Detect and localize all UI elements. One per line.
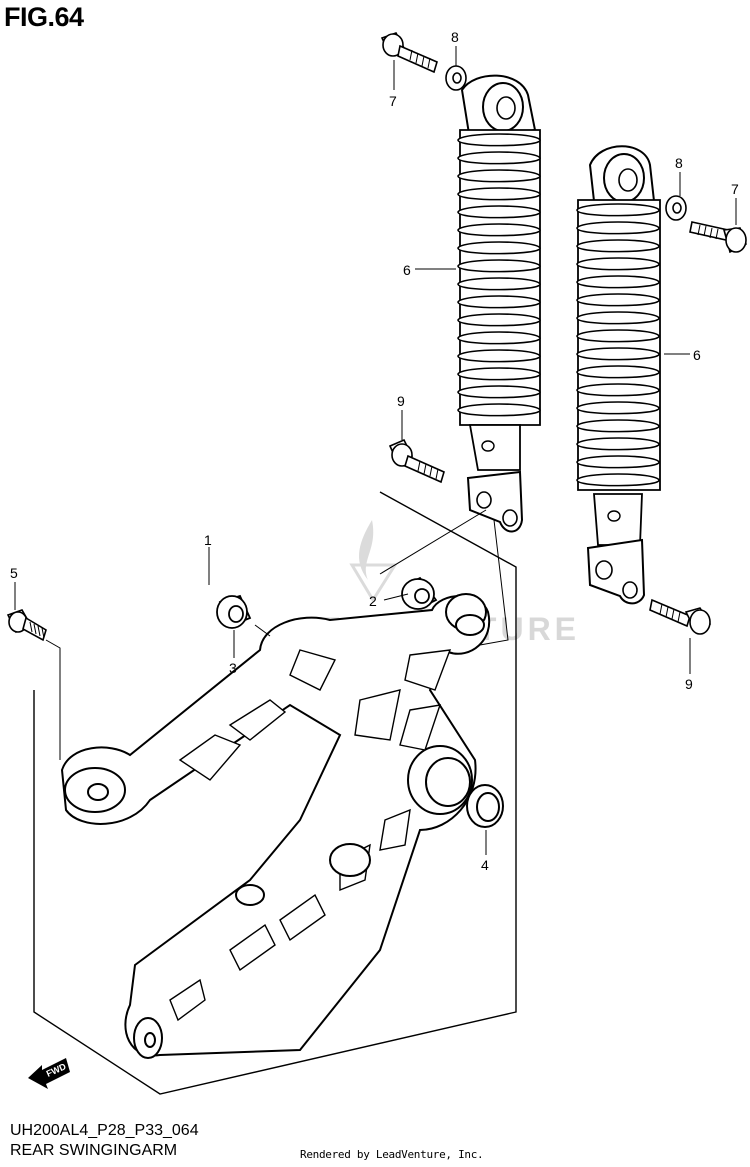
callout-4: 4 bbox=[481, 857, 489, 873]
assembly-lines bbox=[45, 509, 509, 760]
render-credit: Rendered by LeadVenture, Inc. bbox=[300, 1148, 484, 1161]
figure-name: REAR SWINGINGARM bbox=[10, 1142, 178, 1159]
bearing-3 bbox=[216, 594, 252, 629]
leadventure-flame-icon bbox=[349, 520, 398, 603]
callout-8-b: 8 bbox=[675, 155, 683, 171]
model-code: UH200AL4_P28_P33_064 bbox=[10, 1122, 199, 1139]
washer-8-a bbox=[445, 65, 467, 91]
leader-lines bbox=[14, 46, 737, 855]
callout-2: 2 bbox=[369, 593, 377, 609]
shock-absorber-a bbox=[457, 74, 541, 533]
washer-8-b bbox=[665, 195, 687, 221]
shock-absorber-b bbox=[576, 145, 661, 605]
callout-9-a: 9 bbox=[397, 393, 405, 409]
bolt-7-a bbox=[380, 32, 438, 74]
callout-3: 3 bbox=[229, 660, 237, 676]
callout-8-a: 8 bbox=[451, 29, 459, 45]
bolt-9-b bbox=[649, 598, 712, 635]
bearing-2 bbox=[401, 576, 438, 610]
bolt-7-b bbox=[689, 221, 748, 254]
seal-ring-4 bbox=[466, 784, 504, 828]
rear-swingarm bbox=[60, 593, 491, 1059]
fwd-arrow-icon: FWD bbox=[28, 1058, 70, 1089]
callout-6-a: 6 bbox=[403, 262, 411, 278]
callout-9-b: 9 bbox=[685, 676, 693, 692]
bolt-5 bbox=[6, 609, 47, 642]
callout-7-b: 7 bbox=[731, 181, 739, 197]
figure-title: FIG.64 bbox=[4, 2, 84, 32]
callout-5: 5 bbox=[10, 565, 18, 581]
callout-7-a: 7 bbox=[389, 93, 397, 109]
swingarm-box bbox=[33, 491, 517, 1095]
bolt-9-a bbox=[388, 438, 445, 484]
callout-6-b: 6 bbox=[693, 347, 701, 363]
callout-1: 1 bbox=[204, 532, 212, 548]
